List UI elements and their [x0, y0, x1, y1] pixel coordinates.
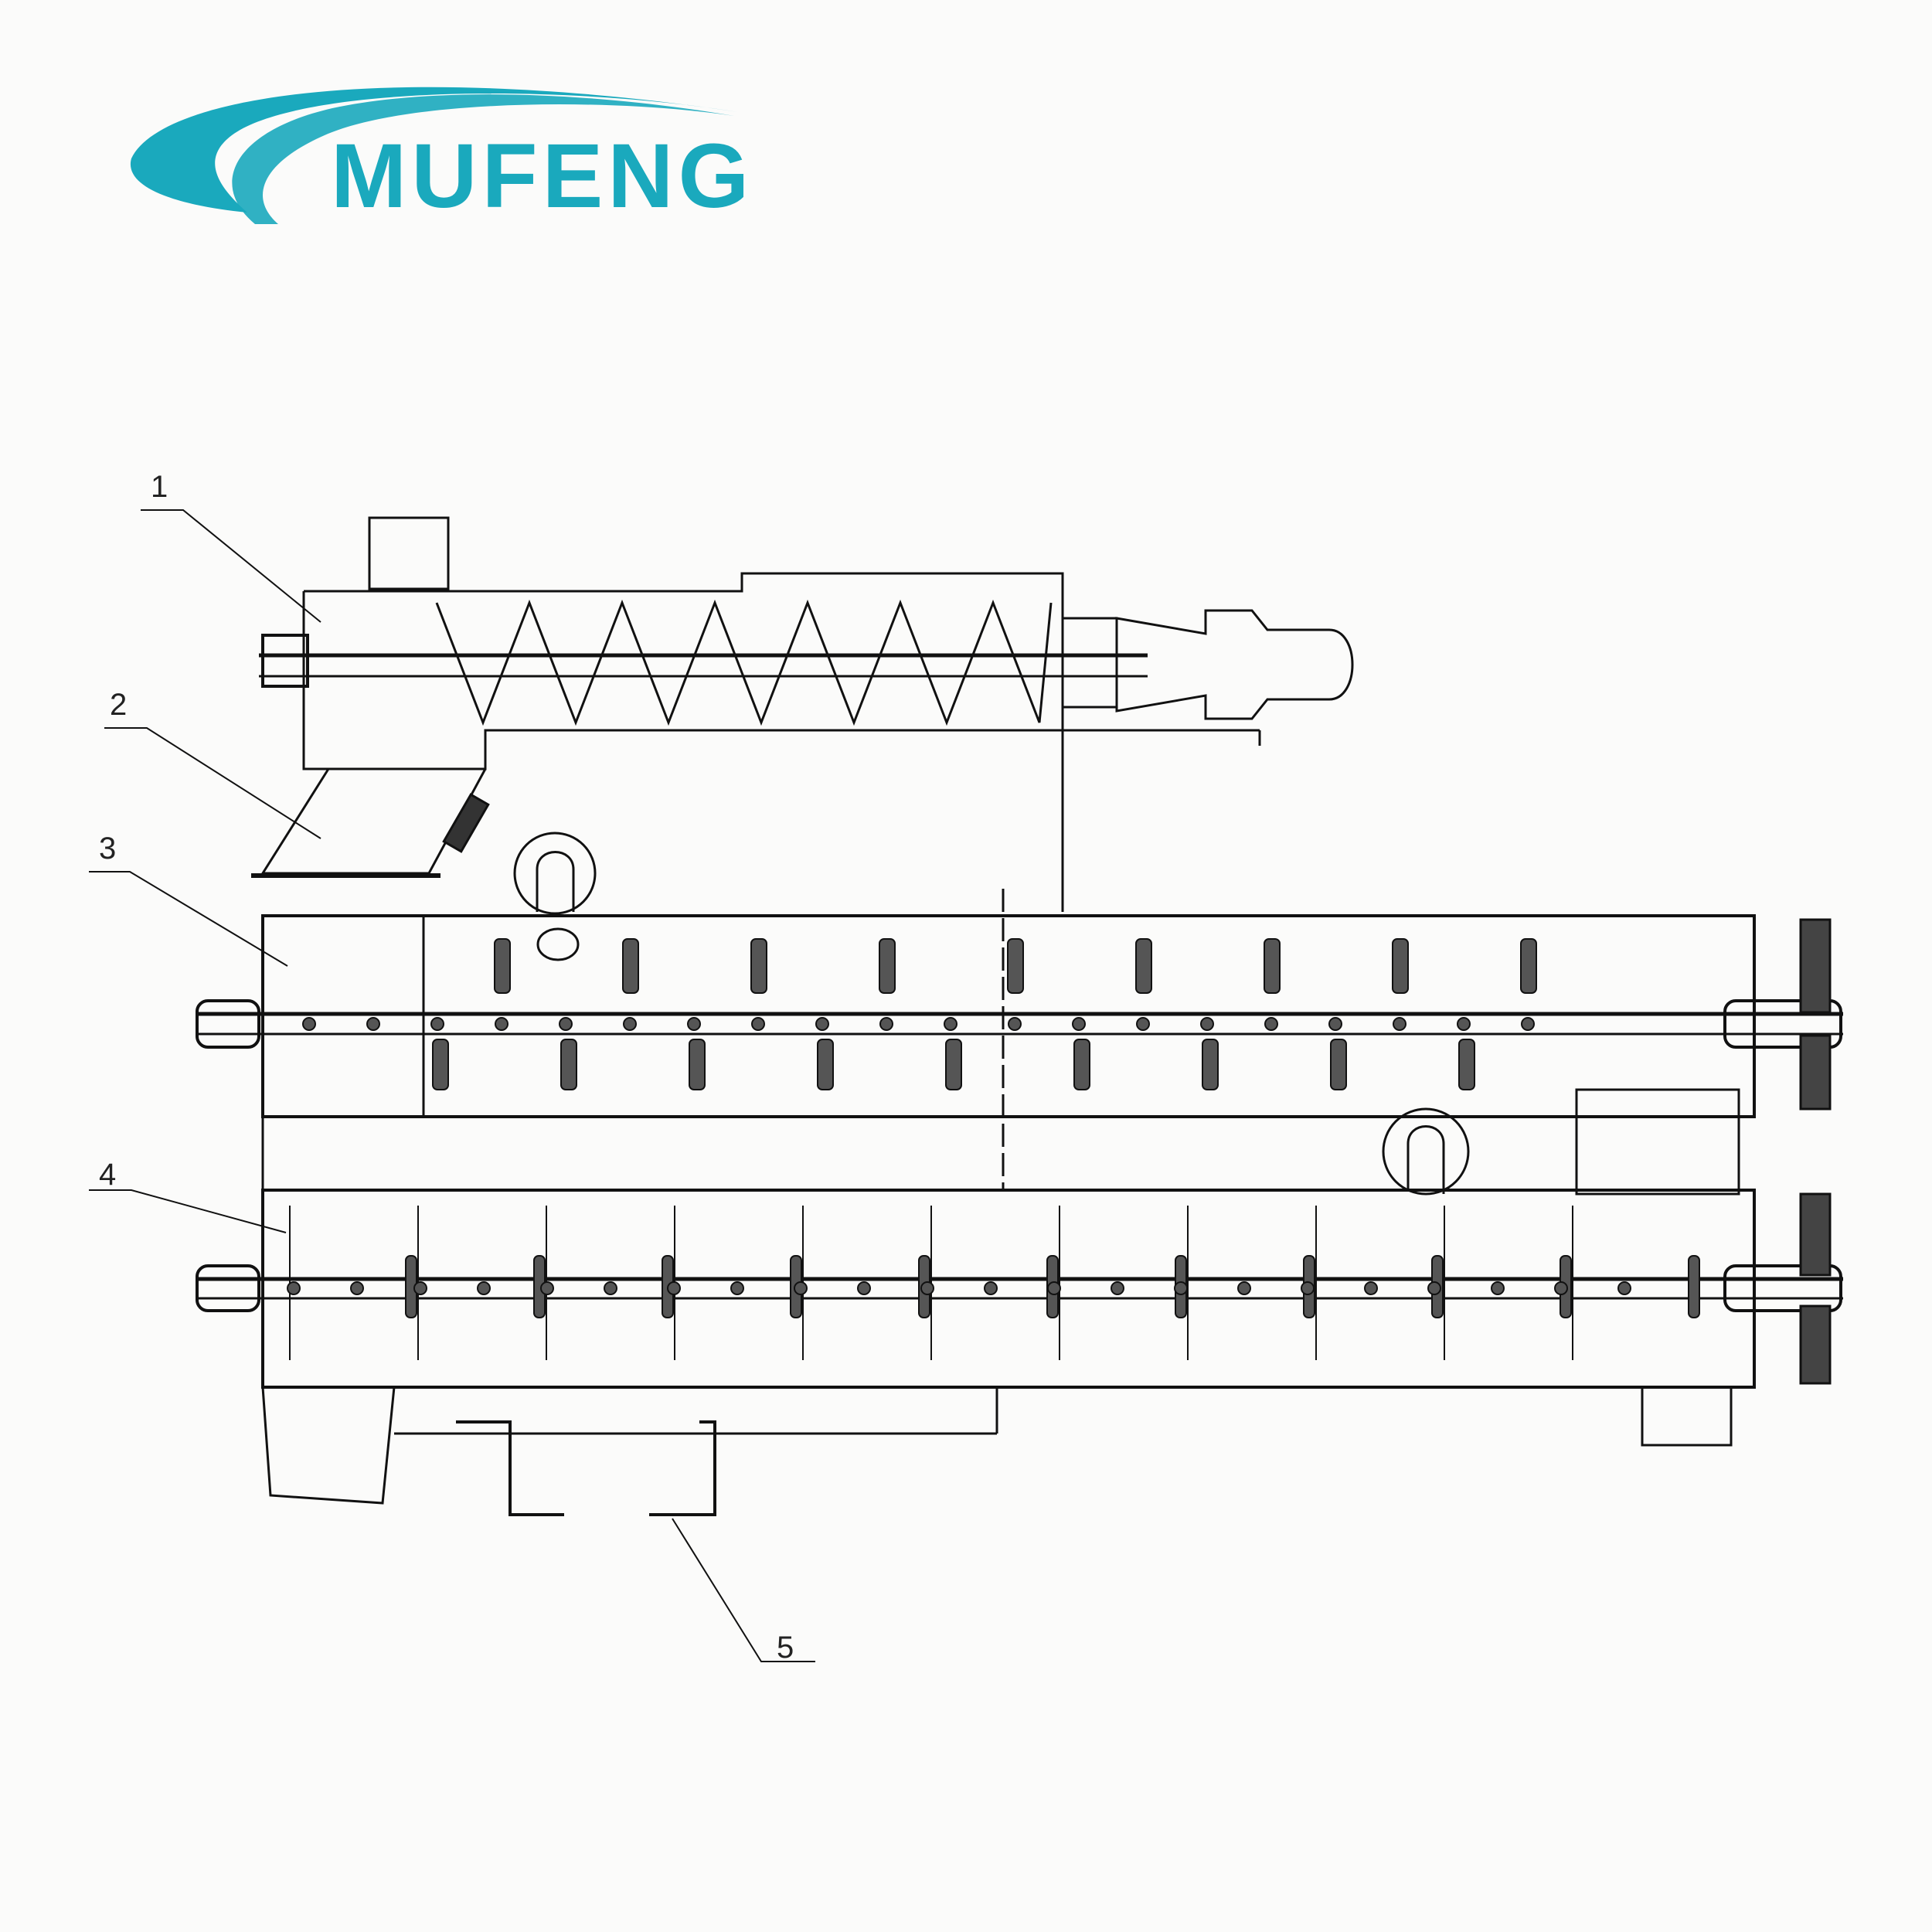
upper-shaft-hub — [687, 1017, 701, 1031]
lower-shaft-hub — [1111, 1281, 1124, 1295]
upper-chamber — [261, 914, 1756, 1118]
lower-shaft-hub — [604, 1281, 617, 1295]
lower-shaft-hub — [350, 1281, 364, 1295]
lower-shaft-hub — [794, 1281, 808, 1295]
upper-inspection-port — [513, 832, 597, 915]
lower-shaft-hub — [287, 1281, 301, 1295]
logo-swoosh-icon — [130, 87, 739, 224]
lower-shaft-hub — [1617, 1281, 1631, 1295]
upper-paddle-bottom — [1202, 1039, 1219, 1090]
feeder-inlet — [368, 516, 450, 590]
lower-shaft-hub — [540, 1281, 554, 1295]
callout-1: 1 — [151, 470, 168, 504]
upper-paddle-bottom — [560, 1039, 577, 1090]
support-leg-left — [456, 1420, 564, 1516]
callout-leader-2 — [104, 727, 321, 839]
upper-paddle-bottom — [689, 1039, 706, 1090]
lower-shaft-hub — [1364, 1281, 1378, 1295]
lower-shaft-hub — [1047, 1281, 1061, 1295]
lower-shaft-hub — [1301, 1281, 1315, 1295]
upper-paddle-top — [1264, 938, 1281, 994]
upper-paddle-top — [1135, 938, 1152, 994]
lower-shaft-hub — [1237, 1281, 1251, 1295]
upper-paddle-bottom — [1073, 1039, 1090, 1090]
transition-hopper — [260, 768, 487, 875]
upper-shaft-hub — [1521, 1017, 1535, 1031]
upper-paddle-top — [1520, 938, 1537, 994]
lower-shaft-hub — [477, 1281, 491, 1295]
upper-shaft-hub — [751, 1017, 765, 1031]
upper-shaft-hub — [1072, 1017, 1086, 1031]
callout-5: 5 — [777, 1631, 794, 1665]
callout-leader-3 — [89, 871, 288, 967]
lower-shaft-hub — [1554, 1281, 1568, 1295]
upper-shaft-hub — [1200, 1017, 1214, 1031]
lower-inspection-port — [1382, 1107, 1470, 1196]
upper-paddle-bottom — [1330, 1039, 1347, 1090]
lower-shaft-hub — [730, 1281, 744, 1295]
bottom-hopper — [261, 1386, 396, 1505]
lower-shaft-hub — [667, 1281, 681, 1295]
upper-shaft-hub — [944, 1017, 957, 1031]
upper-paddle-bottom — [1458, 1039, 1475, 1090]
upper-shaft-hub — [1457, 1017, 1471, 1031]
upper-paddle-top — [494, 938, 511, 994]
feeder-housing — [302, 572, 1064, 770]
lower-shaft-hub — [857, 1281, 871, 1295]
upper-paddle-top — [750, 938, 767, 994]
drive-motor — [1115, 609, 1354, 720]
lower-paddle — [1688, 1255, 1700, 1318]
callout-2: 2 — [110, 688, 128, 722]
upper-shaft-hub — [1328, 1017, 1342, 1031]
upper-shaft-hub — [302, 1017, 316, 1031]
lower-shaft-hub — [984, 1281, 998, 1295]
upper-shaft-hub — [430, 1017, 444, 1031]
lower-shaft-hub — [413, 1281, 427, 1295]
upper-paddle-top — [1392, 938, 1409, 994]
upper-shaft-hub — [1264, 1017, 1278, 1031]
upper-paddle-top — [879, 938, 896, 994]
brand-name: MUFENG — [331, 125, 754, 227]
upper-shaft-hub — [559, 1017, 573, 1031]
lower-shaft-hub — [1174, 1281, 1188, 1295]
upper-paddle-top — [622, 938, 639, 994]
callout-leader-1 — [141, 509, 321, 623]
lower-chamber — [261, 1189, 1756, 1389]
lower-shaft-hub — [920, 1281, 934, 1295]
upper-shaft-hub — [366, 1017, 380, 1031]
upper-shaft-hub — [495, 1017, 509, 1031]
upper-paddle-bottom — [432, 1039, 449, 1090]
outlet-box — [1575, 1088, 1740, 1196]
support-leg-right — [649, 1420, 716, 1516]
drive-coupling — [1061, 617, 1118, 709]
upper-shaft-hub — [623, 1017, 637, 1031]
callout-leader-4 — [89, 1189, 287, 1233]
lower-shaft-hub — [1491, 1281, 1505, 1295]
callout-3: 3 — [99, 832, 117, 866]
upper-paddle-bottom — [945, 1039, 962, 1090]
upper-shaft-hub — [1393, 1017, 1406, 1031]
callout-leader-5 — [672, 1518, 815, 1662]
screw-flight — [435, 599, 1053, 726]
brand-logo: MUFENG — [0, 0, 773, 263]
upper-shaft-hub — [1008, 1017, 1022, 1031]
lower-shaft-hub — [1427, 1281, 1441, 1295]
upper-shaft-hub — [1136, 1017, 1150, 1031]
upper-shaft-hub — [815, 1017, 829, 1031]
callout-4: 4 — [99, 1158, 117, 1192]
discharge-outlet — [1641, 1386, 1733, 1447]
upper-shaft-hub — [879, 1017, 893, 1031]
upper-paddle-top — [1007, 938, 1024, 994]
left-bearing — [261, 634, 309, 688]
upper-paddle-bottom — [817, 1039, 834, 1090]
